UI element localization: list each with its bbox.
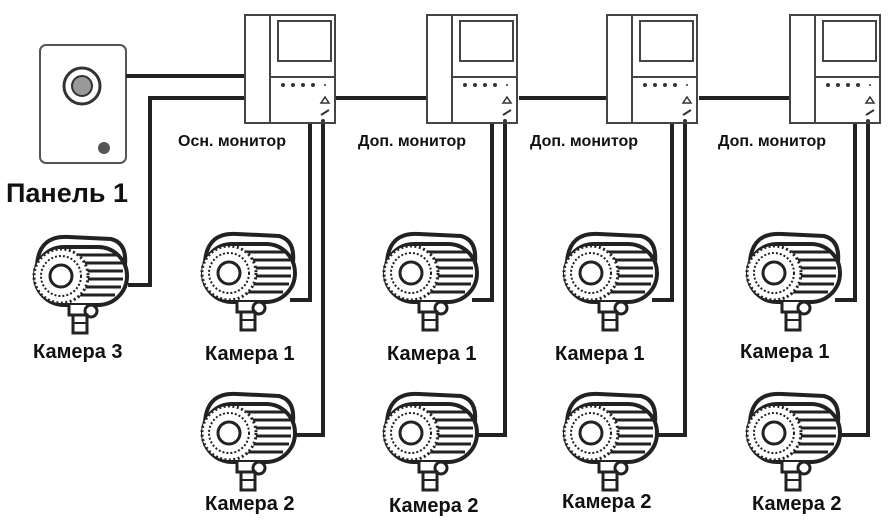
camera-label: Камера 2 <box>205 493 295 515</box>
camera-label: Камера 1 <box>205 343 295 365</box>
camera-icon <box>202 394 295 490</box>
camera-label: Камера 1 <box>387 343 477 365</box>
camera-label: Камера 2 <box>389 495 479 517</box>
extra-monitor-2 <box>606 14 698 124</box>
camera-label: Камера 1 <box>740 341 830 363</box>
wires <box>126 74 870 437</box>
extra-monitor-1 <box>426 14 518 124</box>
extra-monitor-3 <box>789 14 881 124</box>
camera-icon <box>202 234 295 330</box>
camera-label: Камера 3 <box>33 341 123 363</box>
main-monitor <box>244 14 336 124</box>
camera-icon <box>564 394 657 490</box>
monitor-label: Доп. монитор <box>530 133 638 150</box>
camera-label: Камера 2 <box>562 491 652 513</box>
camera-label: Камера 1 <box>555 343 645 365</box>
monitor-label: Доп. монитор <box>358 133 466 150</box>
camera-icon <box>384 394 477 490</box>
camera-icon <box>747 394 840 490</box>
camera-icon <box>564 234 657 330</box>
camera-3-icon <box>34 237 127 333</box>
camera-icon <box>384 234 477 330</box>
panel-label: Панель 1 <box>6 178 129 208</box>
door-panel <box>39 44 127 164</box>
monitor-label: Осн. монитор <box>178 133 286 150</box>
camera-label: Камера 2 <box>752 493 842 515</box>
monitor-label: Доп. монитор <box>718 133 826 150</box>
camera-icon <box>747 234 840 330</box>
